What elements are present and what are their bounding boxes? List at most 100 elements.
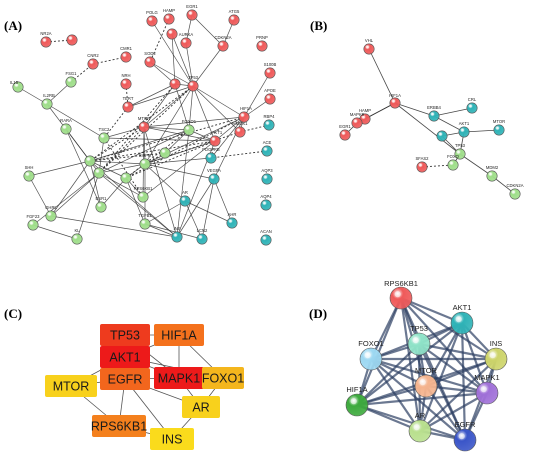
node-kl: KL	[71, 228, 83, 245]
node-label: AKT1	[459, 121, 470, 126]
node-hif1a: HIF1A	[389, 93, 401, 109]
node-ar: AR	[408, 411, 432, 443]
node-label: TP53	[188, 75, 199, 80]
edge-egfr-ar	[144, 163, 186, 202]
node-tp53: TP53	[187, 75, 199, 92]
edge-rara-esr1	[65, 128, 102, 208]
node-label: CNR2	[87, 53, 99, 58]
box-node-tp53: TP53	[100, 324, 150, 346]
node-sirt1	[169, 78, 181, 90]
node-label: AKT1	[453, 303, 472, 312]
edge-il2rb-tsc2	[46, 103, 105, 139]
node-ahr: AHR	[226, 212, 238, 229]
edge-tp53-polg	[151, 20, 194, 87]
edge-mtor-foxo1	[143, 126, 190, 131]
box-node-label: RPS6KB1	[91, 420, 147, 434]
edge-hif1a-vhl	[368, 48, 396, 104]
node-label: AQP4	[260, 194, 272, 199]
node-label: MTOR	[138, 116, 150, 121]
node-label: RARA	[60, 118, 72, 123]
node-label: CMR1	[120, 46, 133, 51]
node-label: AR	[182, 190, 188, 195]
edge-mtor-hif1a	[356, 384, 427, 407]
edge-ar-ahr	[184, 200, 233, 224]
edge-il6-ins	[89, 160, 178, 238]
node-label: TP53	[410, 324, 428, 333]
node-label: AURKA	[179, 32, 194, 37]
node-erbb4: ERBB4	[427, 105, 442, 122]
edge-egfr-vegfa	[144, 163, 215, 180]
box-node-label: MTOR	[53, 380, 90, 394]
node-mcam	[159, 147, 171, 159]
edge-tp53-tert	[127, 85, 194, 108]
node-rara: RARA	[60, 118, 72, 135]
node-il15: IL15	[10, 80, 24, 93]
node-hif1a: HIF1A	[238, 106, 252, 123]
edge-tp53-cdkn2a	[192, 45, 224, 87]
node-egr1: EGR1	[339, 124, 351, 141]
node-ghrl: GHRL	[45, 205, 57, 222]
node-label: SHH	[25, 165, 34, 170]
dashed-edge-tert-tsc2	[103, 106, 129, 139]
edges	[17, 14, 271, 240]
edge-tp53-ins	[418, 342, 497, 361]
node-label: MDM2	[486, 165, 499, 170]
edge-igf1-ins	[98, 172, 178, 238]
box-node-label: AKT1	[109, 351, 140, 365]
node-mtor: MTOR	[414, 366, 438, 398]
edge-pmaip1-sirt1	[171, 33, 176, 85]
node-label: TSC2	[99, 127, 110, 132]
node-tsc2: TSC2	[98, 127, 110, 144]
node-cmr1: CMR1	[120, 46, 133, 63]
node-nr2a: NR2A	[40, 31, 52, 48]
edge-tp53-mapk1	[418, 343, 488, 394]
box-node-mapk1: MAPK1	[154, 367, 204, 389]
node-label: S100B	[264, 62, 277, 67]
edge-il2rb-il15	[17, 86, 48, 105]
node-label: HAMP	[163, 8, 175, 13]
node-foxo1: FOXO1	[182, 119, 197, 136]
node-tnf	[120, 172, 132, 184]
node-label: KL	[74, 228, 80, 233]
node-mdm2: MDM2	[486, 165, 499, 182]
node-label: IL2RB	[43, 93, 55, 98]
edge-kl-fgf23	[32, 224, 78, 240]
node-label: VEGFA	[207, 168, 221, 173]
edge-sirt1-mtor	[143, 83, 176, 128]
edge-hif1a-mtor	[143, 116, 245, 128]
node-tp53: TP53	[407, 324, 431, 356]
edge-ar-lcn2	[184, 200, 203, 240]
edge-hif1a-akt1	[214, 116, 245, 142]
node-label: INS	[490, 339, 503, 348]
edge-egfr-pdgfrb	[144, 157, 212, 165]
panel-a-letter: (A)	[4, 18, 23, 33]
dashed-edge-tp53-il6	[89, 85, 194, 162]
node-mtor: MTOR	[493, 119, 505, 136]
node-crl2	[436, 130, 448, 142]
node-vegfa: VEGFA	[207, 168, 221, 185]
node-label: ACAN	[260, 229, 272, 234]
edge-igf1-tsc2	[98, 137, 105, 174]
edge-akt1-mtor	[143, 126, 216, 142]
node-il6	[84, 155, 96, 167]
edge-il6-foxo1	[89, 129, 190, 162]
panel-d-letter: (D)	[309, 306, 328, 321]
edge-egr1-cdkn2a	[191, 14, 224, 47]
edge-akt1-egfr	[144, 140, 216, 165]
edge-tnf-tgfb1	[125, 177, 146, 225]
node-fsg1: FSG1	[65, 71, 77, 88]
node-label: POLG	[146, 10, 158, 15]
node-akt1: AKT1	[458, 121, 470, 138]
node-pmaip1	[166, 28, 178, 40]
node-apoe: APOE	[264, 88, 276, 105]
edge-vegfa-ahr	[213, 178, 233, 224]
edge-hif1a-hamp	[364, 102, 396, 120]
box-node-label: EGFR	[108, 373, 143, 387]
node-aqp3: AQP3	[261, 168, 273, 185]
edge-sirt1-sod2	[149, 61, 176, 85]
node-akt1: AKT1	[450, 303, 474, 335]
node-label: EGR1	[339, 124, 351, 129]
node-ins: INS	[484, 339, 508, 371]
node-ins: INS	[171, 226, 183, 243]
